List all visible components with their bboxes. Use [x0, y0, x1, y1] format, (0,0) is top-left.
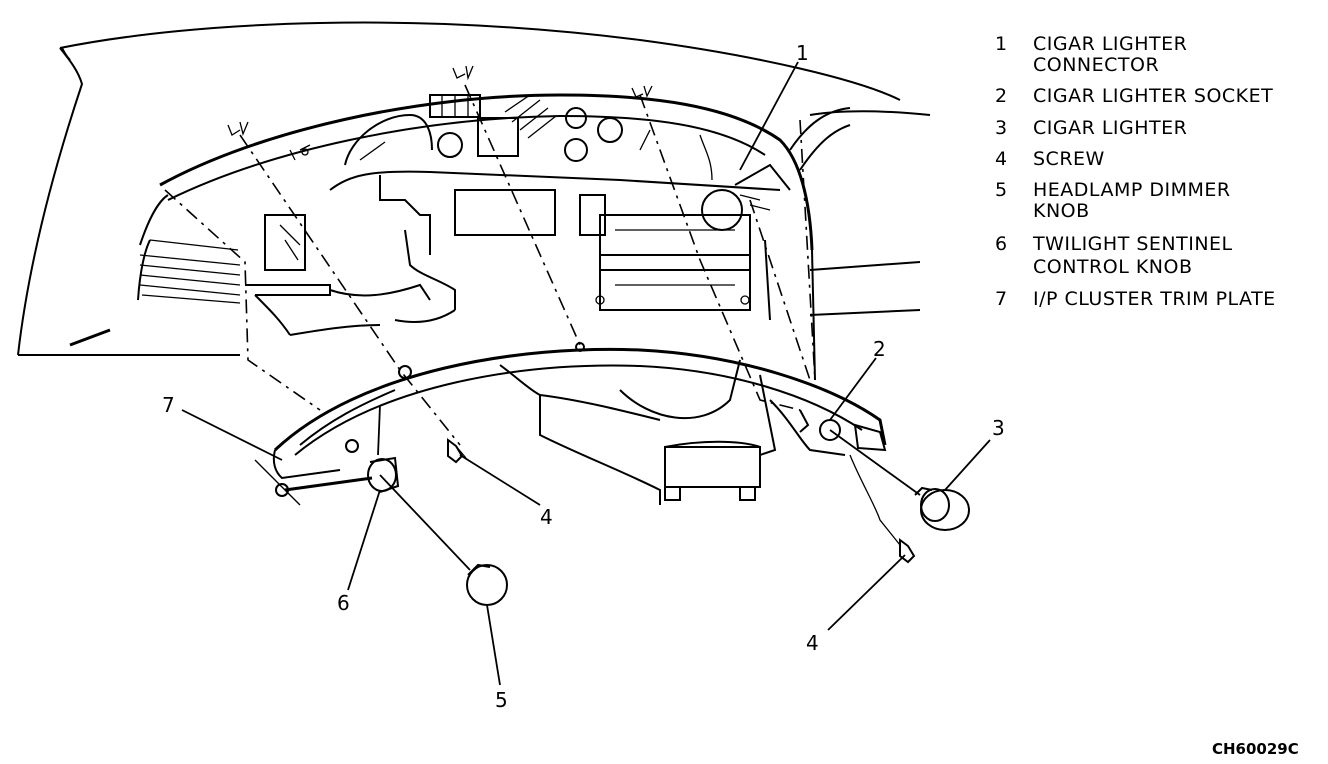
legend-item-3: 3 CIGAR LIGHTER [995, 117, 1187, 139]
callout-3: 3 [992, 416, 1005, 440]
svg-text:1: 1 [995, 33, 1008, 55]
svg-text:7: 7 [995, 288, 1008, 310]
legend-item-6: 6 TWILIGHT SENTINEL CONTROL KNOB [995, 233, 1233, 278]
svg-text:SCREW: SCREW [1033, 148, 1105, 170]
callout-4-right: 4 [806, 631, 819, 655]
svg-text:6: 6 [995, 233, 1008, 255]
legend-item-7: 7 I/P CLUSTER TRIM PLATE [995, 288, 1276, 310]
screw-left [447, 438, 467, 464]
callout-numbers: 1 2 3 4 4 5 6 7 [162, 41, 1005, 712]
screw-right [849, 454, 916, 564]
headlamp-dimmer-knob-part [466, 563, 508, 606]
legend-item-4: 4 SCREW [995, 148, 1105, 170]
cigar-lighter-part [914, 486, 970, 531]
svg-text:CONNECTOR: CONNECTOR [1033, 54, 1159, 76]
legend-item-2: 2 CIGAR LIGHTER SOCKET [995, 85, 1273, 107]
svg-text:2: 2 [995, 85, 1008, 107]
alignment-lines [164, 84, 811, 446]
instrument-panel [137, 93, 931, 381]
leader-lines [181, 61, 991, 686]
lower-console [499, 359, 846, 505]
svg-text:CIGAR LIGHTER: CIGAR LIGHTER [1033, 33, 1187, 55]
svg-text:4: 4 [995, 148, 1008, 170]
twilight-sentinel-knob-part [367, 456, 400, 493]
callout-7: 7 [162, 393, 175, 417]
legend-item-5: 5 HEADLAMP DIMMER KNOB [995, 179, 1231, 222]
callout-2: 2 [873, 337, 886, 361]
svg-text:TWILIGHT SENTINEL: TWILIGHT SENTINEL [1032, 233, 1233, 255]
svg-text:CIGAR LIGHTER SOCKET: CIGAR LIGHTER SOCKET [1033, 85, 1273, 107]
callout-1: 1 [796, 41, 809, 65]
figure-code: CH60029C [1212, 740, 1299, 758]
cluster-trim-plate [254, 342, 887, 506]
svg-text:HEADLAMP DIMMER: HEADLAMP DIMMER [1033, 179, 1231, 201]
svg-text:CONTROL KNOB: CONTROL KNOB [1033, 256, 1192, 278]
callout-4-left: 4 [540, 505, 553, 529]
svg-text:KNOB: KNOB [1033, 200, 1090, 222]
callout-6: 6 [337, 591, 350, 615]
legend-item-1: 1 CIGAR LIGHTER CONNECTOR [995, 33, 1187, 76]
windshield-outline [17, 21, 901, 356]
svg-text:I/P CLUSTER TRIM PLATE: I/P CLUSTER TRIM PLATE [1033, 288, 1276, 310]
index-marks [227, 65, 653, 137]
svg-text:5: 5 [995, 179, 1008, 201]
svg-text:3: 3 [995, 117, 1008, 139]
legend: 1 CIGAR LIGHTER CONNECTOR 2 CIGAR LIGHTE… [995, 33, 1276, 310]
callout-5: 5 [495, 688, 508, 712]
svg-text:CIGAR LIGHTER: CIGAR LIGHTER [1033, 117, 1187, 139]
